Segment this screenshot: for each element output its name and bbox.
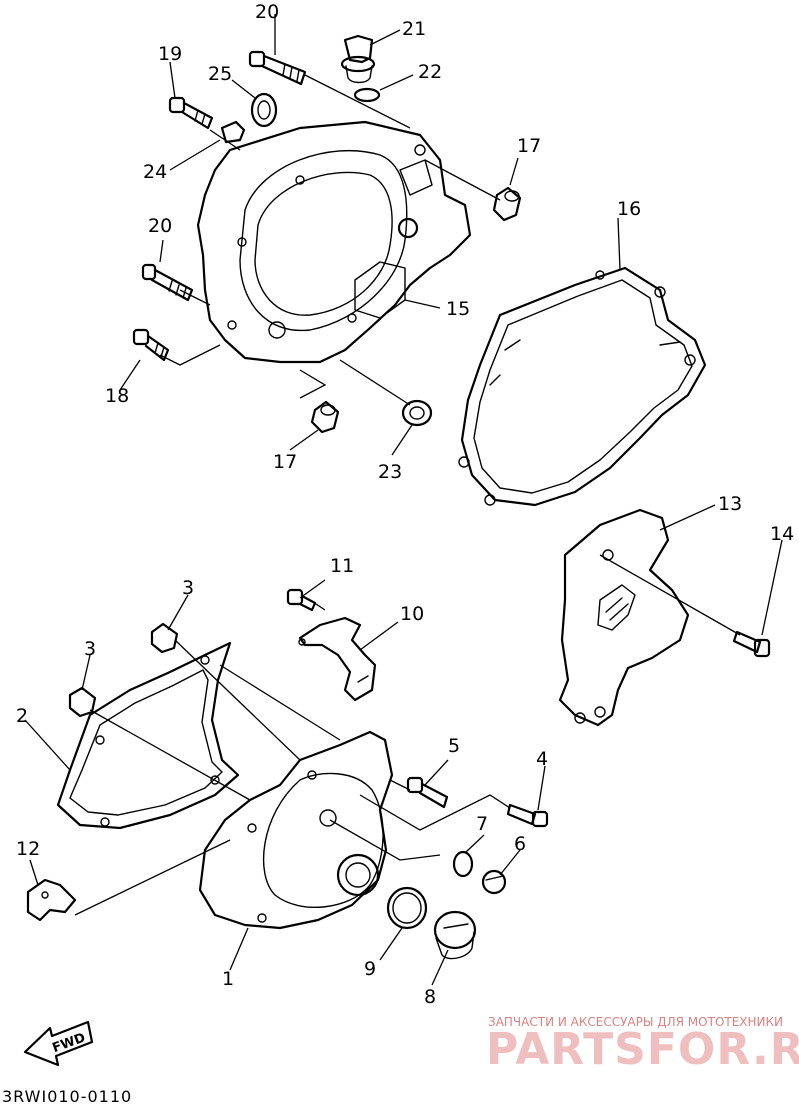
bracket-10	[298, 616, 377, 702]
callout-11: 11	[330, 555, 354, 577]
bolt-5	[406, 776, 449, 809]
callout-14: 14	[770, 523, 794, 545]
o-ring-7	[452, 850, 474, 878]
callout-9: 9	[364, 958, 376, 980]
gasket-2	[56, 641, 240, 830]
bolt-14	[732, 630, 771, 658]
callout-2: 2	[16, 705, 28, 727]
callout-15: 15	[446, 298, 470, 320]
callout-labels: 20 21 19 25 22 17 24 16 20 15 18 17 23 1…	[16, 1, 794, 1008]
diagram-code: 3RWI010-0110	[2, 1087, 132, 1106]
dowel-pin-3-lower	[68, 686, 97, 718]
callout-20-lower: 20	[148, 215, 172, 237]
o-ring-22	[353, 87, 381, 103]
callout-8: 8	[424, 986, 436, 1008]
callout-3-lower: 3	[84, 638, 96, 660]
callout-7: 7	[476, 813, 488, 835]
leader-lines	[24, 14, 783, 986]
bolt-18	[132, 328, 170, 362]
callout-3-upper: 3	[182, 577, 194, 599]
callout-20-upper: 20	[255, 1, 279, 23]
clip-24	[220, 120, 246, 144]
callout-10: 10	[400, 603, 424, 625]
callout-21: 21	[402, 18, 426, 40]
sprocket-cover-13	[558, 508, 690, 727]
fwd-arrow-icon: FWD	[23, 1020, 94, 1067]
bolt-19	[168, 96, 214, 130]
dowel-pin-17-upper	[492, 186, 522, 222]
crankcase-cover-15	[196, 120, 472, 364]
callout-22: 22	[418, 61, 442, 83]
dowel-pin-17-lower	[310, 400, 340, 434]
callout-25: 25	[208, 63, 232, 85]
bolt-20-lower	[141, 263, 194, 302]
generator-cover-1	[198, 730, 394, 930]
callout-17-lower: 17	[273, 451, 297, 473]
callout-1: 1	[222, 968, 234, 990]
callout-16: 16	[617, 198, 641, 220]
callout-12: 12	[16, 838, 40, 860]
oil-seal-23	[401, 399, 433, 427]
dowel-pin-3-upper	[150, 622, 179, 654]
oil-filler-cap-21	[340, 34, 376, 84]
bolt-4	[506, 803, 549, 828]
o-ring-9	[386, 886, 428, 930]
bracket-12	[26, 878, 77, 922]
watermark-tagline: ЗАПЧАСТИ И АКСЕССУАРЫ ДЛЯ МОТОТЕХНИКИ	[488, 1015, 783, 1029]
callout-19: 19	[158, 43, 182, 65]
callout-6: 6	[514, 833, 526, 855]
watermark-brand: PARTSFOR.RU	[486, 1024, 799, 1075]
callout-4: 4	[536, 748, 548, 770]
callout-23: 23	[378, 461, 402, 483]
watermark: ЗАПЧАСТИ И АКСЕССУАРЫ ДЛЯ МОТОТЕХНИКИ PA…	[486, 1015, 799, 1075]
oil-seal-25	[250, 92, 278, 128]
callout-5: 5	[448, 735, 460, 757]
callout-18: 18	[105, 385, 129, 407]
plug-6	[481, 869, 507, 895]
callout-13: 13	[718, 493, 742, 515]
gasket-16	[458, 266, 707, 507]
bolt-20-upper	[248, 50, 307, 86]
plug-8	[433, 910, 477, 960]
callout-24: 24	[143, 161, 167, 183]
callout-17-upper: 17	[517, 135, 541, 157]
